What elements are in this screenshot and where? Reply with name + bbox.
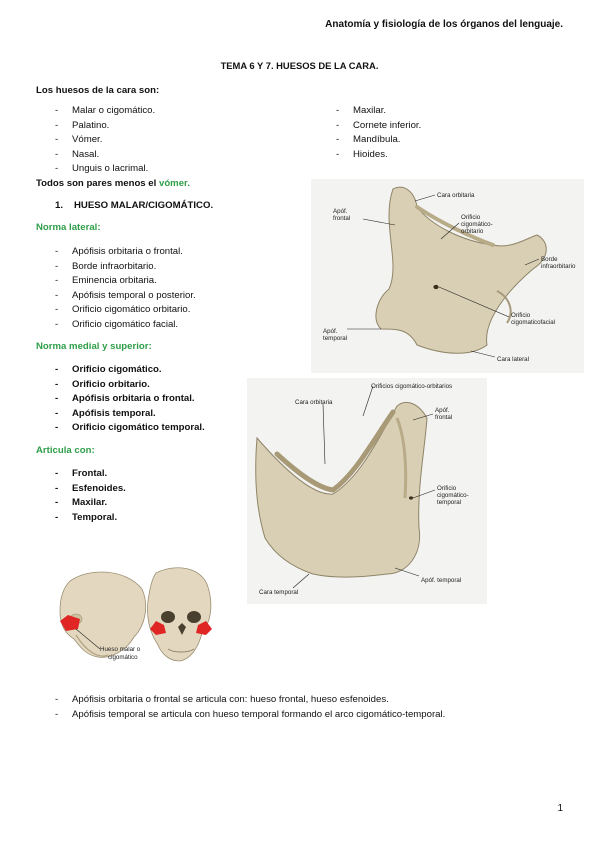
label-orificio-orb-3: orbitario [461, 228, 484, 235]
label-apof-frontal-2a: Apóf. [435, 407, 450, 414]
bones-list-left: Malar o cigomático. Palatino. Vómer. Nas… [36, 104, 155, 177]
label-orificios: Orificios cigomático-orbitarios [371, 383, 452, 390]
label-orificio-fac-2: cigomaticofacial [511, 319, 555, 326]
label-orificio-fac-1: Orificio [511, 312, 531, 319]
heading-norma-medial: Norma medial y superior: [36, 341, 152, 352]
malar-lateral-figure: Cara orbitaria Apóf. frontal Orificio ci… [311, 179, 584, 373]
label-apof-frontal-2: frontal [333, 215, 350, 222]
list-item: Maxilar. [36, 496, 126, 511]
list-item: Apófisis orbitaria o frontal. [36, 392, 205, 407]
label-cara-temporal: Cara temporal [259, 589, 298, 596]
vomer-highlight: vómer. [158, 178, 190, 189]
list-item: Orificio cigomático temporal. [36, 421, 205, 436]
malar-highlight-frontal-right [196, 621, 212, 635]
list-item: Orificio cigomático. [36, 363, 205, 378]
articula-list: Frontal. Esfenoides. Maxilar. Temporal. [36, 467, 126, 525]
lateral-list: Apófisis orbitaria o frontal. Borde infr… [36, 245, 196, 333]
list-item: Esfenoides. [36, 482, 126, 497]
intro-text: Los huesos de la cara son: [36, 85, 160, 96]
heading-articula: Articula con: [36, 445, 95, 456]
list-item: Hioides. [317, 148, 421, 163]
skull-lateral-shape [59, 571, 147, 658]
pares-text: Todos son pares menos el [36, 178, 159, 189]
label-apof-frontal-1: Apóf. [333, 208, 348, 215]
list-item: Apófisis orbitaria o frontal se articula… [36, 693, 445, 708]
list-item: Cornete inferior. [317, 119, 421, 134]
list-item: Orificio cigomático orbitario. [36, 303, 196, 318]
list-item: Apófisis temporal. [36, 407, 205, 422]
label-cara-orbitaria-2: Cara orbitaria [295, 399, 333, 406]
label-apof-temporal-2: temporal [323, 335, 347, 342]
skull-frontal-shape [147, 567, 212, 662]
list-item: Apófisis temporal se articula con hueso … [36, 708, 445, 723]
malar-highlight-lateral [60, 615, 80, 631]
list-item: Borde infraorbitario. [36, 260, 196, 275]
label-borde-2: infraorbitario [541, 263, 576, 270]
label-apof-temporal-1: Apóf. [323, 328, 338, 335]
skull-label-line2: cigomático [108, 654, 138, 661]
list-item: Unguis o lacrimal. [36, 162, 155, 177]
bottom-notes: Apófisis orbitaria o frontal se articula… [36, 693, 445, 722]
page-title: TEMA 6 Y 7. HUESOS DE LA CARA. [220, 60, 379, 71]
page-number: 1 [557, 803, 563, 814]
section-title: HUESO MALAR/CIGOMÁTICO. [74, 200, 214, 211]
skull-figure: Hueso malar o cigomático [46, 563, 216, 667]
label-orificio-temp-3: temporal [437, 499, 461, 506]
list-item: Nasal. [36, 148, 155, 163]
list-item: Malar o cigomático. [36, 104, 155, 119]
section-heading: 1. HUESO MALAR/CIGOMÁTICO. [36, 200, 213, 211]
list-item: Frontal. [36, 467, 126, 482]
skull-label-line1: Hueso malar o [100, 646, 141, 653]
label-cara-lateral: Cara lateral [497, 356, 529, 363]
malar-bone-medial-shape [255, 402, 428, 578]
label-borde-1: Borde [541, 256, 558, 263]
malar-highlight-frontal-left [150, 621, 166, 635]
pares-note: Todos son pares menos el vómer. [36, 178, 190, 189]
section-number: 1. [55, 200, 64, 211]
list-item: Apófisis orbitaria o frontal. [36, 245, 196, 260]
page-header: Anatomía y fisiología de los órganos del… [325, 19, 563, 30]
label-orificio-orb-1: Orificio [461, 214, 481, 221]
label-orificio-temp-2: cigomático- [437, 492, 469, 499]
list-item: Palatino. [36, 119, 155, 134]
list-item: Orificio cigomático facial. [36, 318, 196, 333]
bones-list-right: Maxilar. Cornete inferior. Mandíbula. Hi… [317, 104, 421, 162]
label-orificio-temp-1: Orificio [437, 485, 457, 492]
medial-list: Orificio cigomático. Orificio orbitario.… [36, 363, 205, 436]
label-orificio-orb-2: cigomático- [461, 221, 493, 228]
list-item: Temporal. [36, 511, 126, 526]
label-cara-orbitaria: Cara orbitaria [437, 192, 475, 199]
label-apof-frontal-2b: frontal [435, 414, 452, 421]
list-item: Mandíbula. [317, 133, 421, 148]
label-apof-temporal: Apóf. temporal [421, 577, 461, 584]
heading-norma-lateral: Norma lateral: [36, 222, 101, 233]
list-item: Orificio orbitario. [36, 378, 205, 393]
malar-medial-figure: Orificios cigomático-orbitarios Cara orb… [247, 378, 487, 604]
list-item: Maxilar. [317, 104, 421, 119]
malar-bone-lateral-shape [375, 186, 547, 354]
list-item: Eminencia orbitaria. [36, 274, 196, 289]
list-item: Vómer. [36, 133, 155, 148]
list-item: Apófisis temporal o posterior. [36, 289, 196, 304]
